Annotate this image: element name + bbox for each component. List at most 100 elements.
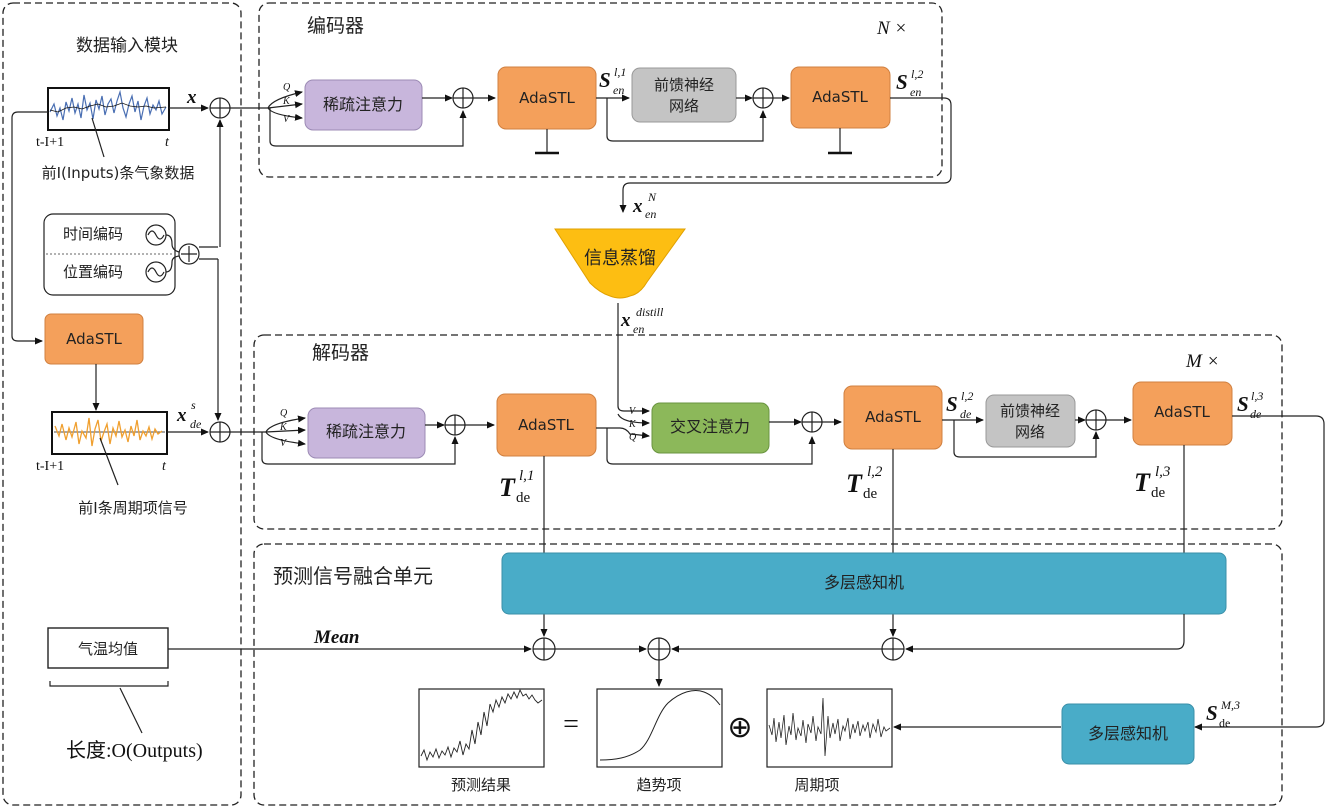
t2-sum-plus	[882, 638, 904, 660]
t3-to-sum-arrow	[905, 614, 1185, 653]
dec-adastl1-block	[496, 393, 597, 457]
distill-funnel	[554, 228, 686, 299]
mean-temp-label: 气温均值	[78, 640, 138, 658]
seasonal-caption-pointer	[99, 437, 119, 486]
seasonal-output-caption: 周期项	[794, 776, 839, 794]
trend-plot	[596, 688, 723, 768]
length-pointer	[119, 687, 143, 734]
dec-t2-sub: de	[863, 486, 878, 502]
enc-ffn-block	[631, 67, 737, 123]
encoder-region	[258, 2, 943, 178]
cross-q-label: Q	[629, 432, 637, 443]
enc-k-label: K	[282, 96, 291, 107]
decoder-input-sum-plus	[210, 422, 230, 442]
cross-attn-label: 交叉注意力	[670, 417, 750, 436]
prediction-line	[420, 688, 543, 762]
enc-sum2-plus	[753, 88, 773, 108]
x-de-s-sup: s	[191, 398, 196, 412]
dec-adastl3-label: AdaSTL	[1154, 403, 1210, 421]
enc-k-arrow	[267, 101, 303, 109]
fusion-mlp-block	[501, 552, 1227, 615]
decoder-title: 解码器	[312, 342, 369, 364]
encoder-output-arrow	[619, 97, 952, 213]
decoder-repeat: M ×	[1185, 351, 1219, 372]
dec-q-arrow	[265, 415, 306, 433]
fusion-title: 预测信号融合单元	[273, 564, 433, 588]
enc-ffn-line2: 网络	[669, 97, 699, 115]
sm3-var: S	[1206, 701, 1218, 725]
enc-s1-var: S	[599, 68, 611, 92]
time-sine-wave	[147, 230, 165, 240]
seasonal-series-line	[54, 417, 163, 447]
enc-q-arrow	[267, 90, 303, 109]
enc-ffn-line1: 前馈神经	[654, 76, 714, 94]
distill-x-out-var: x	[620, 310, 631, 331]
distill-label: 信息蒸馏	[584, 248, 656, 269]
fusion-mlp-label: 多层感知机	[824, 573, 904, 592]
cross-attn-block	[651, 402, 770, 454]
weather-trend-line	[49, 102, 167, 113]
enc-sparse-attn-block	[304, 79, 423, 131]
x-de-s-var: x	[176, 405, 187, 426]
distill-to-cross-v-arrow	[617, 303, 650, 415]
weather-axis-start: t-I+1	[36, 135, 64, 150]
distill-x-in-sup: N	[647, 190, 657, 204]
dec-s3-var: S	[1237, 392, 1249, 416]
encoder-title: 编码器	[307, 15, 364, 37]
dec-residual1-arrow	[261, 432, 459, 465]
enc-s2-var: S	[896, 70, 908, 94]
dec-s2-sup: l,2	[961, 389, 973, 403]
dec-s2-sub: de	[960, 407, 972, 421]
mean-sum-plus	[533, 638, 555, 660]
enc-q-label: Q	[283, 82, 291, 93]
dec-t3-sub: de	[1151, 485, 1166, 501]
x-input-label: x	[186, 87, 197, 108]
distill-to-cross-k-arrow	[617, 413, 650, 427]
input-sum-plus	[210, 98, 230, 118]
encoding-box	[43, 213, 176, 296]
enc-residual1-arrow	[269, 108, 467, 147]
dec-t3-sup: l,3	[1155, 464, 1170, 480]
fusion-region	[253, 543, 1283, 806]
time-to-sum-line	[165, 234, 180, 253]
seasonal-axis-end: t	[162, 459, 167, 474]
dec-q-label: Q	[280, 408, 288, 419]
dec-v-arrow	[265, 431, 306, 447]
trend-caption: 趋势项	[636, 776, 681, 794]
trend-sum-plus	[648, 638, 670, 660]
enc-v-label: V	[283, 114, 291, 125]
enc-v-arrow	[267, 107, 303, 121]
dec-sum1-plus	[445, 415, 465, 435]
position-sine-wave	[147, 267, 165, 277]
input-module-region	[2, 2, 242, 806]
encoding-sum-plus	[181, 246, 197, 262]
dec-v-label: V	[280, 438, 288, 449]
oplus-sign: ⊕	[727, 711, 752, 744]
dec-t3-var: T	[1134, 468, 1151, 497]
pos-to-sum-line	[165, 255, 180, 273]
seasonal-axis-start: t-I+1	[36, 459, 64, 474]
input-adastl-block	[44, 313, 144, 365]
distill-x-in-sub: en	[645, 207, 656, 221]
length-label: 长度:O(Outputs)	[66, 739, 203, 762]
dec-adastl2-label: AdaSTL	[865, 408, 921, 426]
weather-caption: 前I(Inputs)条气象数据	[42, 164, 195, 182]
enc-residual2-arrow	[606, 98, 767, 142]
sm3-sub: de	[1219, 716, 1230, 730]
x-de-s-sub: de	[190, 417, 202, 431]
equals-sign: =	[563, 709, 579, 740]
input-to-adastl-arrow	[11, 111, 48, 345]
seasonal-series-plot	[51, 411, 168, 455]
dec-s3-sub: de	[1250, 407, 1262, 421]
dec-t2-sup: l,2	[867, 464, 883, 480]
dec-sum3-plus	[1086, 410, 1106, 430]
seasonal-caption: 前I条周期项信号	[78, 499, 187, 517]
dec-residual2-arrow	[606, 428, 816, 465]
prediction-caption: 预测结果	[451, 776, 511, 794]
weather-series-plot	[47, 87, 170, 131]
sm3-sup: M,3	[1220, 698, 1240, 712]
enc-adastl1-label: AdaSTL	[519, 89, 575, 107]
dec-k-arrow	[265, 426, 306, 434]
